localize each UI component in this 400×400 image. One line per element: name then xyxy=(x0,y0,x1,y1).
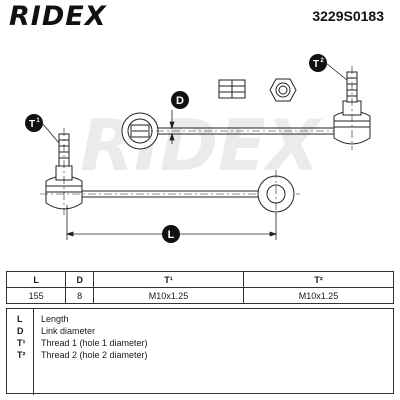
spec-table-value-row: 155 8 M10x1.25 M10x1.25 xyxy=(5,287,394,304)
badge-t2: T 2 xyxy=(309,54,348,81)
legend-desc: Thread 1 (hole 1 diameter) xyxy=(41,338,148,348)
brand-logo: RIDEX xyxy=(9,3,107,31)
watermark: RIDEX xyxy=(80,105,323,187)
spec-value-t2: M10x1.25 xyxy=(243,287,394,304)
legend-divider xyxy=(33,309,34,395)
badge-l: L xyxy=(162,225,180,243)
spec-value-l: 155 xyxy=(5,287,67,304)
spec-table: L D T¹ T² 155 8 M10x1.25 M10x1.25 xyxy=(5,271,394,304)
brand-logo-text: RIDEX xyxy=(9,1,107,32)
svg-text:L: L xyxy=(168,229,175,241)
legend-key: D xyxy=(17,326,24,336)
spec-header-t1: T¹ xyxy=(93,271,245,288)
legend: L Length D Link diameter T¹ Thread 1 (ho… xyxy=(6,308,394,395)
legend-desc: Thread 2 (hole 2 diameter) xyxy=(41,350,148,360)
spec-value-t1: M10x1.25 xyxy=(93,287,245,304)
nut-side xyxy=(218,79,246,99)
lower-link xyxy=(40,128,300,218)
svg-text:T: T xyxy=(313,59,319,70)
diameter-dimension xyxy=(169,110,175,144)
spec-header-l: L xyxy=(5,271,67,288)
spec-table-header-row: L D T¹ T² xyxy=(5,271,394,288)
svg-text:D: D xyxy=(176,95,184,107)
badge-d: D xyxy=(171,91,189,109)
legend-key: T¹ xyxy=(17,338,26,348)
part-number: 3229S0183 xyxy=(312,8,384,24)
technical-drawing: RIDEX xyxy=(25,54,371,243)
legend-key: L xyxy=(17,314,23,324)
svg-text:T: T xyxy=(29,119,35,130)
legend-desc: Link diameter xyxy=(41,326,96,336)
nut-front xyxy=(269,78,297,102)
spec-header-t2: T² xyxy=(243,271,394,288)
spec-value-d: 8 xyxy=(65,287,95,304)
svg-text:1: 1 xyxy=(36,118,40,124)
spec-header-d: D xyxy=(65,271,95,288)
badge-t1: T 1 xyxy=(25,114,60,144)
svg-text:2: 2 xyxy=(320,58,324,64)
legend-desc: Length xyxy=(41,314,69,324)
upper-link xyxy=(121,66,371,150)
legend-key: T² xyxy=(17,350,26,360)
header: RIDEX 3229S0183 xyxy=(0,0,400,34)
